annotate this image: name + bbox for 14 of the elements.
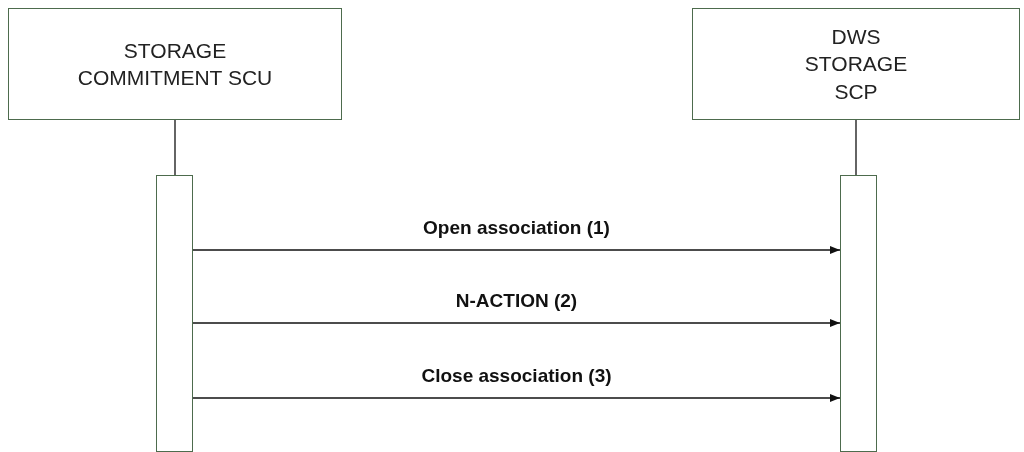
edge-label: Close association (3)	[421, 365, 612, 387]
message-arrow	[192, 245, 841, 255]
edge-label: Open association (1)	[423, 217, 610, 239]
participant-box	[692, 8, 1020, 120]
participant-box	[8, 8, 342, 120]
message-arrow	[192, 318, 841, 328]
edge-label: N-ACTION (2)	[455, 290, 578, 312]
participant-name: STORAGE COMMITMENT SCU	[76, 37, 274, 91]
message-arrow	[192, 393, 841, 403]
participant-name: DWS STORAGE SCP	[803, 24, 909, 105]
lifeline	[855, 119, 857, 176]
lifeline	[174, 119, 176, 176]
activation-bar	[840, 175, 877, 452]
activation-bar	[156, 175, 193, 452]
